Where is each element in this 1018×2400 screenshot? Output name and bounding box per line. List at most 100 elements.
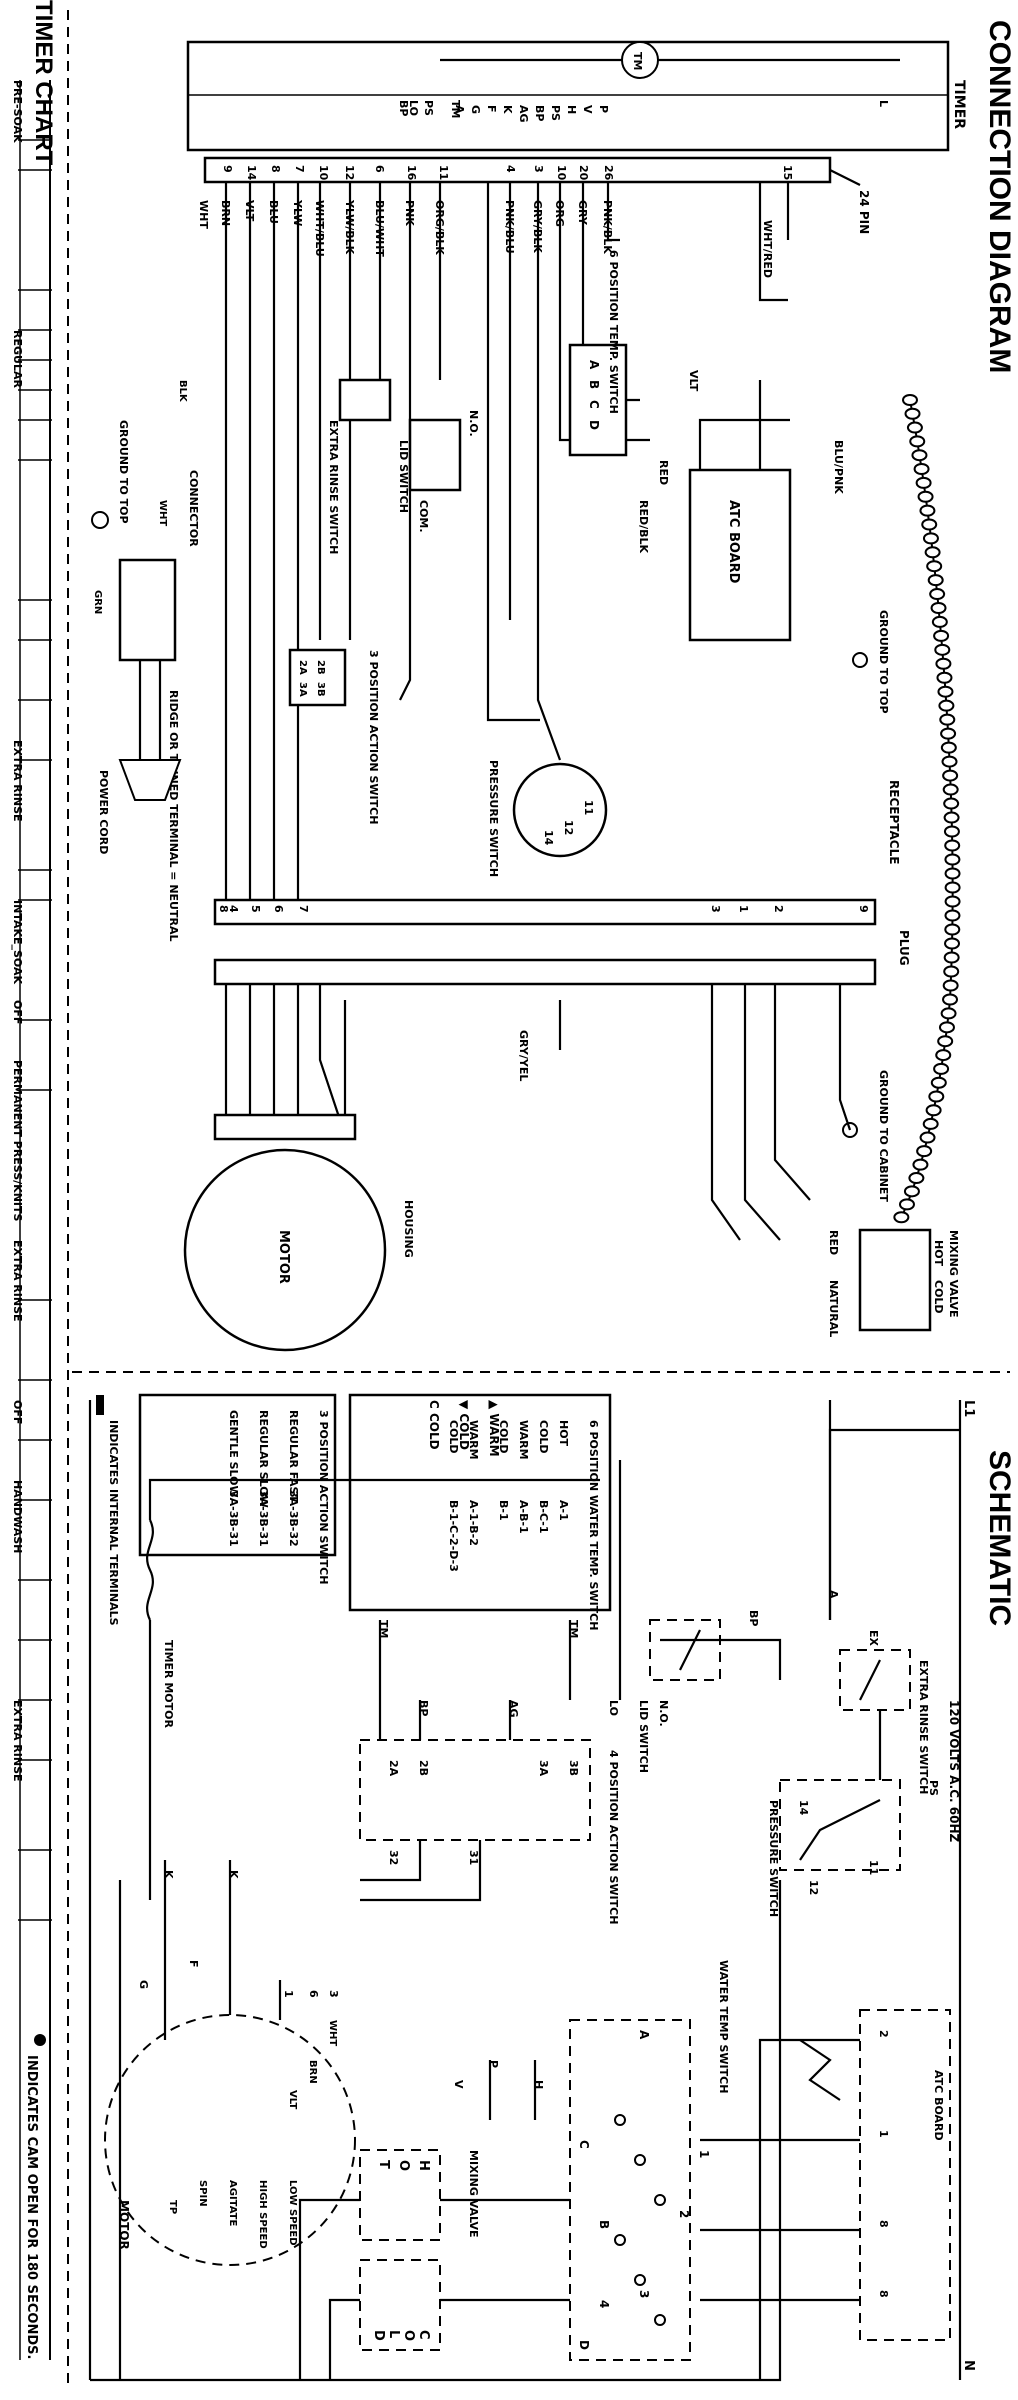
action-row: 3A-3B-32 bbox=[287, 1490, 300, 1547]
hose-bead bbox=[943, 797, 960, 810]
plug-pin: 2 bbox=[772, 905, 785, 913]
wire-label: WHT/BLU bbox=[313, 200, 326, 257]
wire-label: WHT bbox=[197, 200, 210, 229]
hose-bead bbox=[938, 1021, 955, 1034]
motor-color: WHT bbox=[327, 2020, 338, 2046]
timer-row-label: EXTRA RINSE bbox=[11, 1240, 24, 1322]
lid-switch-label: LID SWITCH bbox=[397, 440, 410, 513]
wire-label: BRN bbox=[219, 200, 232, 226]
schematic-water-temp-switch: WATER TEMP SWITCH A B C D 1 2 3 4 bbox=[569, 1960, 730, 2361]
schematic-terminal: 3 bbox=[327, 1990, 340, 1998]
hose-bead bbox=[906, 421, 923, 434]
plug-pin: 8 bbox=[217, 905, 230, 913]
action-node: 31 bbox=[467, 1850, 480, 1865]
valve-letter: D bbox=[371, 2330, 386, 2341]
schematic-terminal: K bbox=[227, 1870, 240, 1879]
mixing-valve: MIXING VALVE HOT COLD RED NATURAL bbox=[827, 1228, 960, 1337]
wire-label: ORG bbox=[553, 200, 566, 227]
hose-bead bbox=[922, 1117, 939, 1130]
valve-letter: T bbox=[376, 2160, 391, 2169]
extra-rinse-label: EXTRA RINSE SWITCH bbox=[327, 420, 340, 554]
pressure-switch: PRESSURE SWITCH 11 12 14 bbox=[487, 760, 608, 877]
temp-row: A-B-1 bbox=[517, 1500, 530, 1534]
action-switch-table: 3 POSITION ACTION SWITCH REGULAR FAST 3A… bbox=[138, 1393, 337, 1584]
ground-cabinet-label: GROUND TO CABINET bbox=[877, 1070, 890, 1202]
extra-rinse-switch: EXTRA RINSE SWITCH bbox=[327, 378, 392, 554]
hose-bead bbox=[943, 965, 960, 978]
atc-board-label: ATC BOARD bbox=[726, 500, 741, 584]
hose-bead bbox=[935, 1049, 952, 1062]
hose-bead bbox=[940, 1007, 957, 1020]
schematic-terminal: P bbox=[487, 2060, 500, 2068]
valve-hot: HOT bbox=[932, 1240, 945, 1267]
timer-pin: P bbox=[597, 105, 610, 113]
wire-label: GRY/YEL bbox=[517, 1030, 530, 1081]
schematic-pressure-pin: 11 bbox=[867, 1860, 880, 1875]
hose-bead bbox=[937, 685, 954, 698]
hose-bead bbox=[902, 394, 918, 406]
ground-top: GROUND TO TOP bbox=[852, 610, 890, 714]
wire-label: RED/BLK bbox=[637, 500, 650, 554]
connector-pin: 4 bbox=[504, 165, 517, 173]
plug-pin: 4 bbox=[227, 905, 240, 913]
temp-switch-table: 6 POSITION WATER TEMP. SWITCH HOT A-1 CO… bbox=[348, 1393, 612, 1630]
schematic-terminal: K bbox=[162, 1870, 175, 1879]
connector-pin: 14 bbox=[245, 165, 258, 181]
schematic-lid-switch: LID SWITCH N.O. bbox=[637, 1619, 721, 1773]
hose-bead bbox=[919, 1131, 936, 1144]
atc-board: ATC BOARD bbox=[688, 380, 792, 642]
action-row: REGULAR SLOW bbox=[257, 1410, 270, 1508]
plug-pin: 7 bbox=[297, 905, 310, 913]
schematic-atc-board: ATC BOARD 2 1 8 8 bbox=[799, 2009, 951, 2341]
timer-pin-left: PS bbox=[422, 100, 435, 116]
schematic-motor: MOTOR LOW SPEED HIGH SPEED AGITATE SPIN … bbox=[104, 2014, 356, 2266]
receptacle: RECEPTACLE bbox=[213, 780, 901, 926]
timer-pin: BP bbox=[533, 105, 546, 121]
motor-housing: HOUSING MOTOR bbox=[183, 1113, 415, 1352]
wht-label: WHT bbox=[157, 500, 168, 526]
ridge-label: RIDGE OR TINNED TERMINAL = NEUTRAL bbox=[167, 690, 180, 941]
cam-indicator-icon bbox=[34, 2034, 46, 2046]
ground-top-label: GROUND TO TOP bbox=[117, 420, 130, 524]
schematic-pressure-pin: 12 bbox=[807, 1880, 820, 1895]
schematic-ps: PS bbox=[927, 1780, 940, 1796]
connector-pin: 6 bbox=[373, 165, 386, 173]
power-connector: CONNECTOR RIDGE OR TINNED TERMINAL = NEU… bbox=[92, 380, 200, 941]
timer-pin: G bbox=[469, 105, 482, 114]
schematic-mixing-label: MIXING VALVE bbox=[467, 2150, 480, 2237]
timer-chart-note: INDICATES CAM OPEN FOR 180 SECONDS. bbox=[24, 2055, 39, 2359]
timer-pin-left: TM bbox=[449, 100, 462, 118]
pressure-switch-label: PRESSURE SWITCH bbox=[487, 760, 500, 877]
hose-bead bbox=[911, 449, 928, 462]
temp-contact: D bbox=[587, 420, 601, 430]
hose-bead bbox=[944, 895, 961, 908]
schematic-mixing-valve: MIXING VALVE H O T C O L D bbox=[359, 2149, 480, 2351]
schematic-voltage: 120 VOLTS A.C. 60HZ bbox=[947, 1700, 961, 1843]
hose-bead bbox=[942, 979, 959, 992]
hose-bead bbox=[912, 1158, 929, 1171]
schematic-terminal: A bbox=[827, 1590, 840, 1599]
lid-com-label: COM. bbox=[417, 500, 430, 533]
action-node: 2A bbox=[387, 1760, 400, 1777]
plug-pin: 5 bbox=[249, 905, 262, 913]
connector-label: CONNECTOR bbox=[187, 470, 200, 547]
timer-row-label: EXTRA RINSE bbox=[11, 1700, 24, 1782]
hose-bead bbox=[943, 951, 960, 964]
valve-natural: NATURAL bbox=[827, 1280, 840, 1337]
hose-bead bbox=[915, 476, 932, 489]
hose-bead bbox=[928, 1090, 945, 1103]
action-contact: 2B bbox=[315, 660, 326, 675]
temp-symbol: C COLD bbox=[427, 1400, 441, 1450]
timer-pin-left: L bbox=[877, 100, 890, 107]
wire-label: YLW/BLK bbox=[343, 199, 356, 255]
hose-bead bbox=[917, 490, 934, 503]
hose-bead bbox=[943, 811, 960, 824]
schematic-contact: 2 bbox=[677, 2210, 691, 2218]
schematic-action-switch: 4 POSITION ACTION SWITCH 32 31 3B 3A 2B … bbox=[359, 1739, 620, 1924]
wire-label: PNK bbox=[403, 200, 416, 226]
motor-winding: LOW SPEED bbox=[287, 2180, 298, 2246]
hose-bead bbox=[944, 839, 961, 852]
timer-block: TIMER TM TM L BP LO PS P V H PS BP AG K … bbox=[186, 40, 967, 152]
hose-bead bbox=[944, 937, 961, 950]
timer-pin: A bbox=[453, 105, 466, 114]
